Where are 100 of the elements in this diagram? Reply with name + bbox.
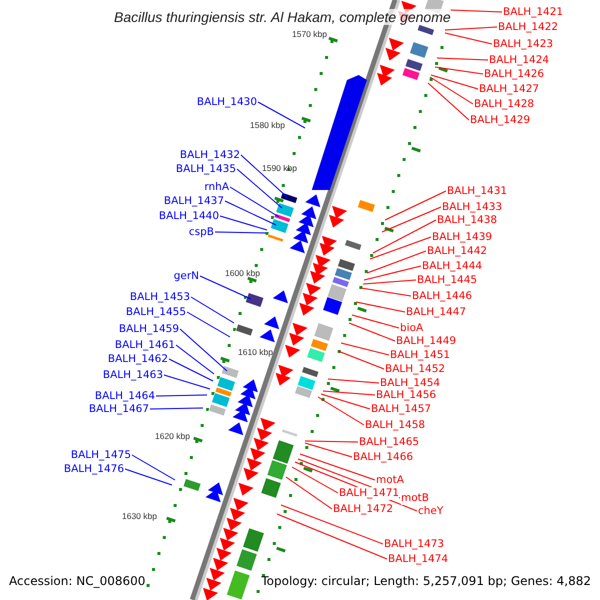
leader-line [384,190,446,220]
leader-line [132,454,176,480]
leader-line [338,350,384,370]
leader-line [214,232,266,234]
gene-label: BALH_1451 [390,348,450,362]
leader-line [190,296,234,324]
gene-label: BALH_1424 [489,54,550,66]
leader-line [176,344,214,374]
gene-label: BALH_1461 [114,338,175,352]
gene-label: BALH_1433 [442,200,502,214]
gene-label: gerN [174,270,199,282]
gene-label: BALH_1437 [164,194,224,208]
gene-label: bioA [400,322,424,334]
leader-line [292,466,338,494]
scale-label: 1620 kbp [155,431,190,441]
gene-label: cspB [188,226,214,238]
gene-label: BALH_1476 [64,462,124,476]
gene-label: BALH_1453 [130,290,190,304]
leader-line [352,314,400,328]
gene-label: BALH_1432 [180,148,240,162]
gene-label: BALH_1421 [503,6,564,18]
leader-line [258,102,306,128]
leader-line [230,186,280,218]
gene-label: BALH_1442 [427,244,488,258]
gene-label: BALH_1474 [388,552,448,566]
gene-label: BALH_1447 [406,306,466,318]
leader-line [348,322,396,342]
leader-line [304,442,352,458]
leader-line [444,26,498,30]
leader-line [280,504,384,544]
gene-label: BALH_1465 [359,436,420,448]
gene-label: BALH_1454 [380,376,440,390]
gene-label: BALH_1463 [102,368,163,382]
leader-line [156,394,208,396]
leader-line [286,476,332,510]
gene-label: BALH_1429 [470,114,530,126]
gene-label: BALH_1438 [437,214,498,226]
gene-label: BALH_1475 [70,448,131,462]
gene-label: BALH_1467 [88,402,149,416]
gene-label: BALH_1445 [417,274,478,286]
gene-label: BALH_1439 [432,230,492,244]
leader-line [186,312,230,338]
leader-line [220,216,268,230]
gene-label: BALH_1431 [447,184,508,198]
leader-line [240,154,288,198]
gene-label: BALH_1471 [339,486,400,500]
gene-label: BALH_1426 [484,68,544,80]
leader-line [150,408,204,410]
leader-line [168,358,214,382]
accession-text: Accession: NC_008600 [9,574,146,588]
leader-line [164,374,210,390]
leader-line [444,32,492,44]
gene-label: BALH_1428 [474,98,534,110]
gene-label: BALH_1440 [158,210,219,222]
title: Bacillus thuringiensis str. Al Hakam, complete genome [114,9,451,25]
leader-line [200,276,252,300]
leader-line [340,342,390,356]
gene-label: BALH_1422 [498,20,558,34]
leader-line [124,468,172,486]
gene-label: motB [401,492,429,504]
leader-line [180,328,228,372]
leader-line [320,394,370,410]
leader-line [428,82,470,120]
genome-info-text: Topology: circular; Length: 5,257,091 bp; Genes: 4,882 [261,574,591,588]
gene-label: BALH_1435 [176,162,236,176]
leader-line [430,74,478,90]
leader-line [360,288,412,296]
gene-label: BALH_1459 [118,322,179,336]
gene-label: BALH_1462 [108,352,168,366]
leader-line [434,66,484,74]
leader-line [430,76,474,104]
leader-line [362,280,416,284]
leader-line [356,302,406,312]
leader-line [328,378,380,384]
leader-line [372,220,436,254]
gene-label: BALH_1444 [422,260,482,272]
leader-line [318,396,364,426]
gene-label: BALH_1452 [385,362,446,376]
scale-label: 1580 kbp [250,120,285,130]
scale-label: 1600 kbp [225,268,260,278]
gene-label: BALH_1430 [196,96,257,108]
leader-line [224,200,276,226]
leader-line [382,206,442,232]
gene-label: BALH_1466 [353,450,414,464]
leader-line [436,58,488,60]
leader-line [322,390,376,396]
scale-label: 1590 kbp [262,163,297,173]
leader-line [236,168,282,208]
gene-label: BALH_1423 [493,38,554,50]
gene-label: BALH_1473 [384,538,444,550]
leader-line [370,236,432,260]
leader-line [276,514,388,560]
gene-label: BALH_1446 [412,290,472,302]
gene-label: BALH_1449 [396,334,456,348]
leader-line [300,454,376,480]
gene-label: BALH_1458 [365,418,426,432]
scale-label: 1570 kbp [292,29,327,39]
gene-label: BALH_1456 [376,388,436,402]
leader-line [366,250,426,274]
gene-label: BALH_1457 [371,402,432,416]
